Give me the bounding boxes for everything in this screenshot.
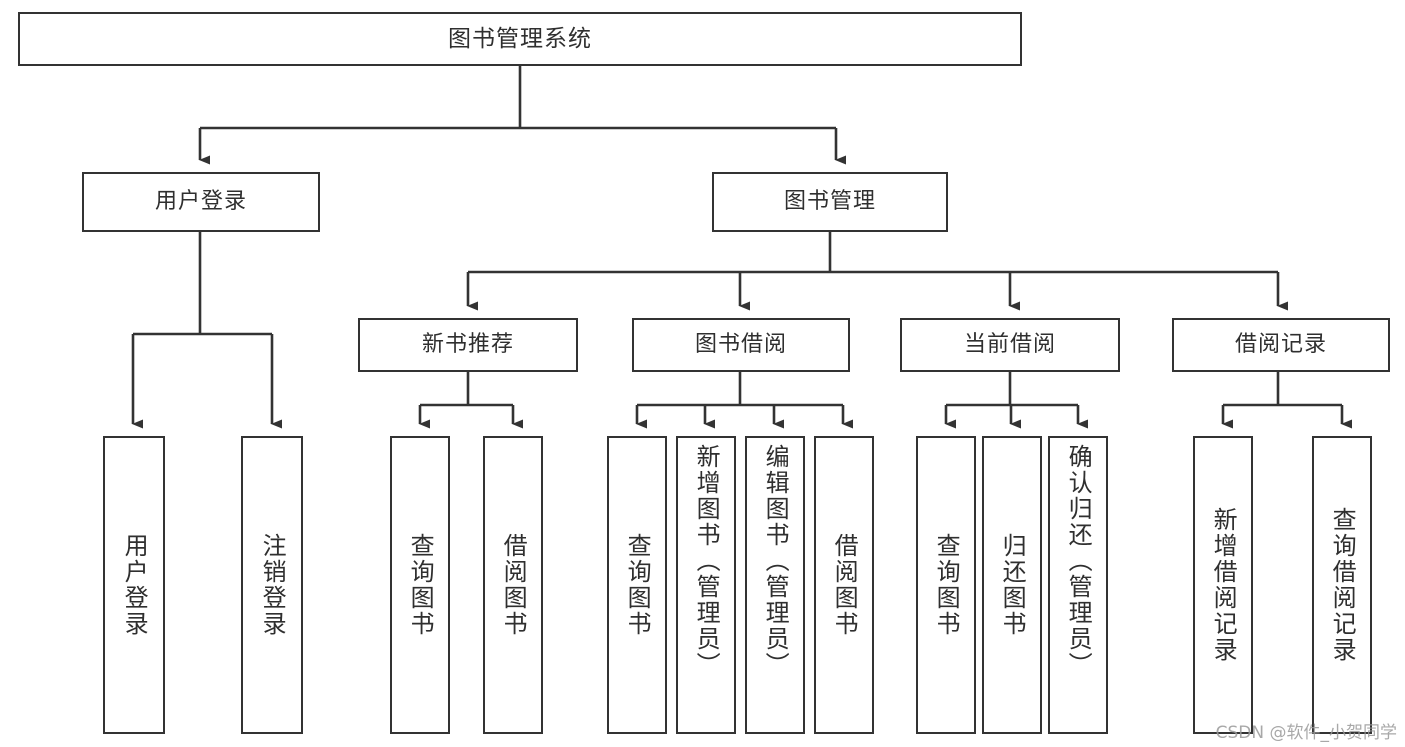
node-label: 当前借阅 (963, 332, 1056, 358)
node-leaf-user-login[interactable]: 用户登录 (103, 436, 165, 734)
node-label: 借阅记录 (1234, 332, 1327, 358)
node-book-borrow[interactable]: 图书借阅 (632, 318, 850, 372)
node-leaf-borrow-book-2[interactable]: 借阅图书 (814, 436, 874, 734)
node-label: 图书管理 (783, 189, 876, 215)
node-leaf-edit-book-admin[interactable]: 编辑图书（管理员） (745, 436, 805, 734)
node-label: 归还图书 (998, 533, 1027, 637)
node-label: 查询借阅记录 (1328, 507, 1357, 663)
node-label: 编辑图书（管理员） (761, 444, 790, 678)
node-label: 确认归还（管理员） (1064, 444, 1093, 678)
node-label: 用户登录 (154, 189, 247, 215)
node-leaf-query-borrow-record[interactable]: 查询借阅记录 (1312, 436, 1372, 734)
node-leaf-add-book-admin[interactable]: 新增图书（管理员） (676, 436, 736, 734)
node-leaf-query-book-3[interactable]: 查询图书 (916, 436, 976, 734)
node-leaf-logout-login[interactable]: 注销登录 (241, 436, 303, 734)
node-label: 借阅图书 (830, 533, 859, 637)
node-leaf-add-borrow-record[interactable]: 新增借阅记录 (1193, 436, 1253, 734)
node-leaf-borrow-book-1[interactable]: 借阅图书 (483, 436, 543, 734)
node-label: 图书管理系统 (448, 25, 592, 52)
node-leaf-query-book-1[interactable]: 查询图书 (390, 436, 450, 734)
node-borrow-record[interactable]: 借阅记录 (1172, 318, 1390, 372)
node-label: 借阅图书 (499, 533, 528, 637)
node-label: 查询图书 (623, 533, 652, 637)
node-user-login[interactable]: 用户登录 (82, 172, 320, 232)
node-new-book-recommend[interactable]: 新书推荐 (358, 318, 578, 372)
node-leaf-return-book[interactable]: 归还图书 (982, 436, 1042, 734)
node-leaf-confirm-return-admin[interactable]: 确认归还（管理员） (1048, 436, 1108, 734)
node-label: 注销登录 (258, 533, 287, 637)
node-leaf-query-book-2[interactable]: 查询图书 (607, 436, 667, 734)
node-current-borrow[interactable]: 当前借阅 (900, 318, 1120, 372)
node-label: 查询图书 (932, 533, 961, 637)
node-label: 查询图书 (406, 533, 435, 637)
node-label: 新增图书（管理员） (692, 444, 721, 678)
node-label: 图书借阅 (694, 332, 787, 358)
node-label: 新增借阅记录 (1209, 507, 1238, 663)
node-label: 新书推荐 (421, 332, 514, 358)
node-label: 用户登录 (120, 533, 149, 637)
node-book-manage[interactable]: 图书管理 (712, 172, 948, 232)
node-book-management-system[interactable]: 图书管理系统 (18, 12, 1022, 66)
